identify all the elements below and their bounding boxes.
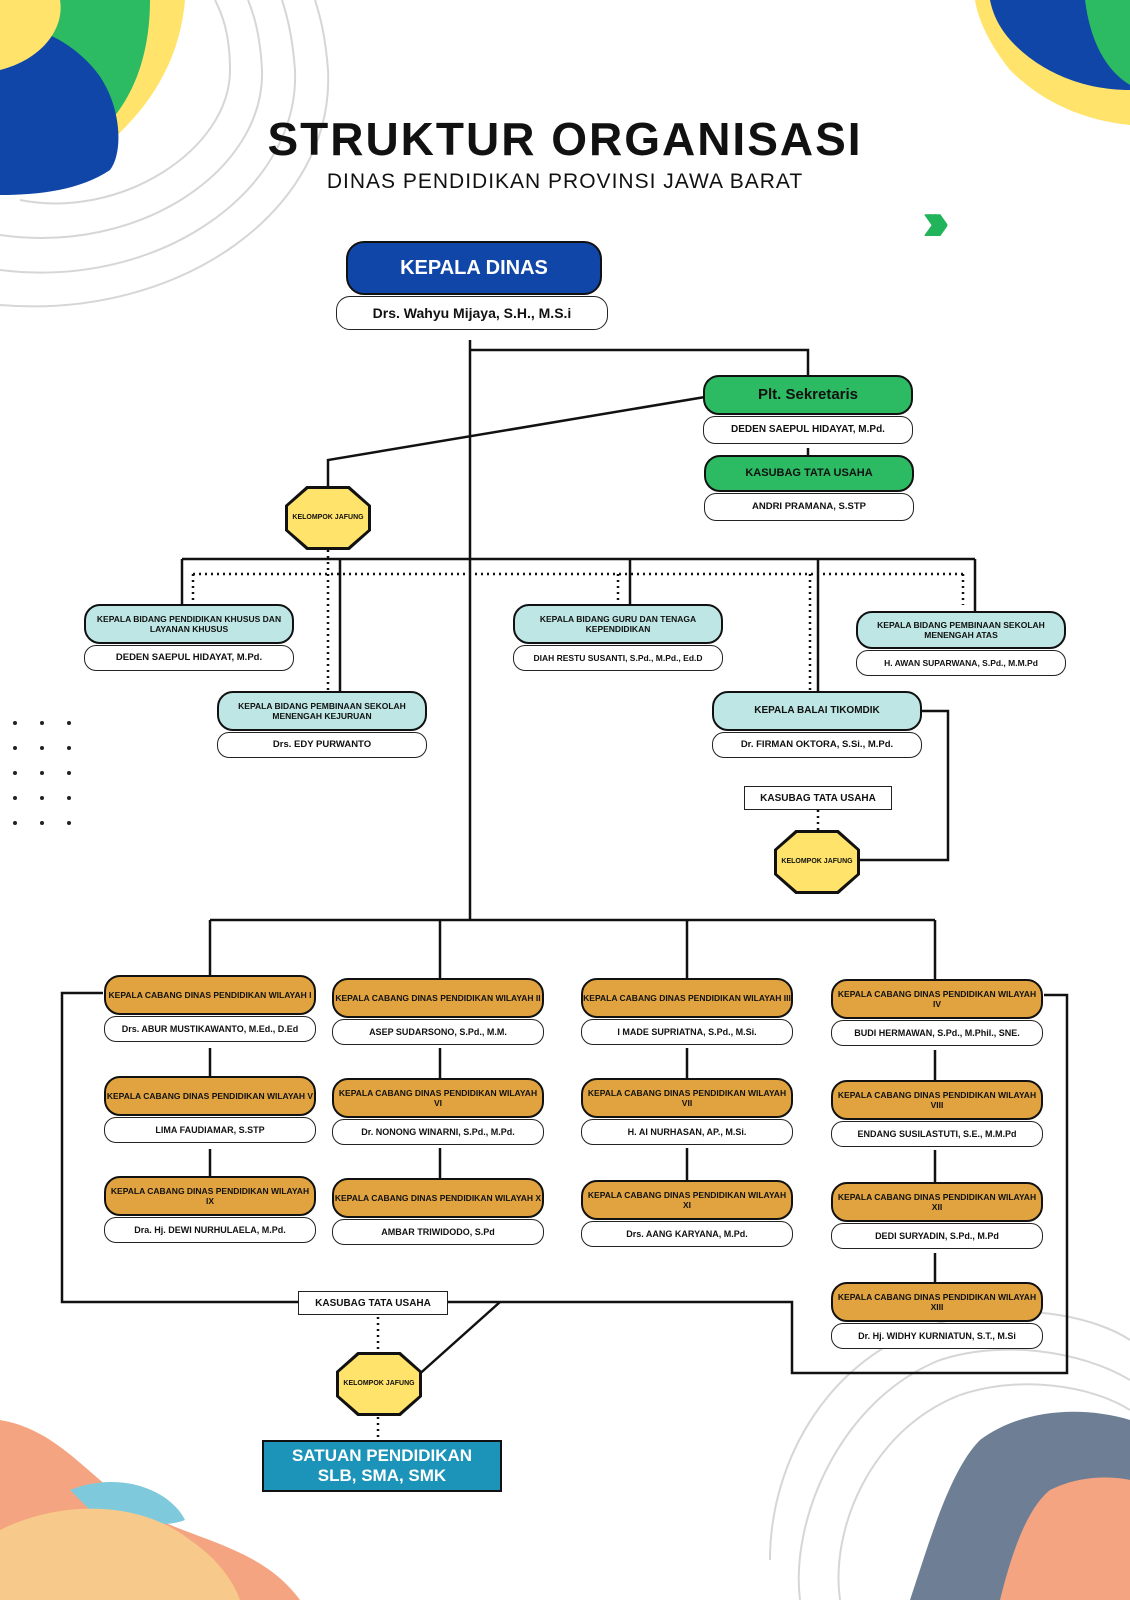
kepala-dinas-name: Drs. Wahyu Mijaya, S.H., M.S.i xyxy=(336,296,608,330)
bidang-psma-name: H. AWAN SUPARWANA, S.Pd., M.M.Pd xyxy=(856,650,1066,676)
satuan-pendidikan-line1: SATUAN PENDIDIKAN xyxy=(291,1445,473,1465)
kasubag-sekretariat-title: KASUBAG TATA USAHA xyxy=(704,455,914,492)
triple-chevron-right-icon: ››› xyxy=(922,189,950,252)
cabang-name: DEDI SURYADIN, S.Pd., M.Pd xyxy=(831,1223,1043,1249)
bidang-pkplk-name: DEDEN SAEPUL HIDAYAT, M.Pd. xyxy=(84,645,294,671)
cabang-title: KEPALA CABANG DINAS PENDIDIKAN WILAYAH V… xyxy=(332,1078,544,1118)
bidang-psmk-title: KEPALA BIDANG PEMBINAAN SEKOLAH MENENGAH… xyxy=(217,691,427,731)
cabang-name: Dr. Hj. WIDHY KURNIATUN, S.T., M.Si xyxy=(831,1323,1043,1349)
cabang-name: Dr. NONONG WINARNI, S.Pd., M.Pd. xyxy=(332,1119,544,1145)
cabang-name: Dra. Hj. DEWI NURHULAELA, M.Pd. xyxy=(104,1217,316,1243)
cabang-name: Drs. ABUR MUSTIKAWANTO, M.Ed., D.Ed xyxy=(104,1016,316,1042)
bidang-pkplk-title: KEPALA BIDANG PENDIDIKAN KHUSUS DAN LAYA… xyxy=(84,604,294,644)
cabang-title: KEPALA CABANG DINAS PENDIDIKAN WILAYAH V… xyxy=(831,1080,1043,1120)
sekretaris-name: DEDEN SAEPUL HIDAYAT, M.Pd. xyxy=(703,416,913,444)
kasubag-tikomdik-box: KASUBAG TATA USAHA xyxy=(744,786,892,810)
jafung-cabang-hexagon: KELOMPOK JAFUNG xyxy=(336,1352,422,1416)
cabang-name: I MADE SUPRIATNA, S.Pd., M.Si. xyxy=(581,1019,793,1045)
cabang-name: LIMA FAUDIAMAR, S.STP xyxy=(104,1117,316,1143)
sekretaris-title: Plt. Sekretaris xyxy=(703,375,913,415)
jafung-label: KELOMPOK JAFUNG xyxy=(288,489,368,547)
kasubag-cabang-box: KASUBAG TATA USAHA xyxy=(298,1291,448,1315)
cabang-title: KEPALA CABANG DINAS PENDIDIKAN WILAYAH X xyxy=(332,1178,544,1218)
jafung-hexagon: KELOMPOK JAFUNG xyxy=(285,486,371,550)
cabang-title: KEPALA CABANG DINAS PENDIDIKAN WILAYAH I… xyxy=(581,978,793,1018)
jafung-tikomdik-label: KELOMPOK JAFUNG xyxy=(777,833,857,891)
jafung-cabang-label: KELOMPOK JAFUNG xyxy=(339,1355,419,1413)
cabang-name: ASEP SUDARSONO, S.Pd., M.M. xyxy=(332,1019,544,1045)
kepala-dinas-title: KEPALA DINAS xyxy=(346,241,602,295)
tikomdik-title: KEPALA BALAI TIKOMDIK xyxy=(712,691,922,731)
jafung-tikomdik-hexagon: KELOMPOK JAFUNG xyxy=(774,830,860,894)
corner-decoration-top-right xyxy=(975,0,1130,125)
cabang-name: H. AI NURHASAN, AP., M.Si. xyxy=(581,1119,793,1145)
corner-decoration-bottom-right xyxy=(769,1310,1130,1600)
dotted-connectors xyxy=(191,520,965,1440)
cabang-title: KEPALA CABANG DINAS PENDIDIKAN WILAYAH I xyxy=(104,975,316,1015)
page-title: STRUKTUR ORGANISASI xyxy=(267,113,863,165)
cabang-title: KEPALA CABANG DINAS PENDIDIKAN WILAYAH V… xyxy=(581,1078,793,1118)
satuan-pendidikan-box: SATUAN PENDIDIKAN SLB, SMA, SMK xyxy=(262,1440,502,1492)
cabang-title: KEPALA CABANG DINAS PENDIDIKAN WILAYAH X… xyxy=(581,1180,793,1220)
tikomdik-name: Dr. FIRMAN OKTORA, S.Si., M.Pd. xyxy=(712,732,922,758)
page-subtitle: DINAS PENDIDIKAN PROVINSI JAWA BARAT xyxy=(326,170,804,193)
org-connectors xyxy=(60,340,1069,1379)
cabang-title: KEPALA CABANG DINAS PENDIDIKAN WILAYAH I… xyxy=(104,1176,316,1216)
bidang-psma-title: KEPALA BIDANG PEMBINAAN SEKOLAH MENENGAH… xyxy=(856,611,1066,649)
satuan-pendidikan-line2: SLB, SMA, SMK xyxy=(317,1466,447,1485)
corner-decoration-bottom-left xyxy=(0,1420,300,1600)
bidang-gtk-name: DIAH RESTU SUSANTI, S.Pd., M.Pd., Ed.D xyxy=(513,645,723,671)
bidang-psmk-name: Drs. EDY PURWANTO xyxy=(217,732,427,758)
cabang-title: KEPALA CABANG DINAS PENDIDIKAN WILAYAH I… xyxy=(831,979,1043,1019)
cabang-name: AMBAR TRIWIDODO, S.Pd xyxy=(332,1219,544,1245)
cabang-title: KEPALA CABANG DINAS PENDIDIKAN WILAYAH X… xyxy=(831,1282,1043,1322)
kasubag-sekretariat-name: ANDRI PRAMANA, S.STP xyxy=(704,493,914,521)
corner-decoration-top-left xyxy=(0,0,330,308)
cabang-title: KEPALA CABANG DINAS PENDIDIKAN WILAYAH X… xyxy=(831,1182,1043,1222)
cabang-title: KEPALA CABANG DINAS PENDIDIKAN WILAYAH V xyxy=(104,1076,316,1116)
cabang-name: Drs. AANG KARYANA, M.Pd. xyxy=(581,1221,793,1247)
cabang-title: KEPALA CABANG DINAS PENDIDIKAN WILAYAH I… xyxy=(332,978,544,1018)
cabang-name: ENDANG SUSILASTUTI, S.E., M.M.Pd xyxy=(831,1121,1043,1147)
dot-grid-icon xyxy=(13,721,71,825)
bidang-gtk-title: KEPALA BIDANG GURU DAN TENAGA KEPENDIDIK… xyxy=(513,604,723,644)
cabang-name: BUDI HERMAWAN, S.Pd., M.Phil., SNE. xyxy=(831,1020,1043,1046)
